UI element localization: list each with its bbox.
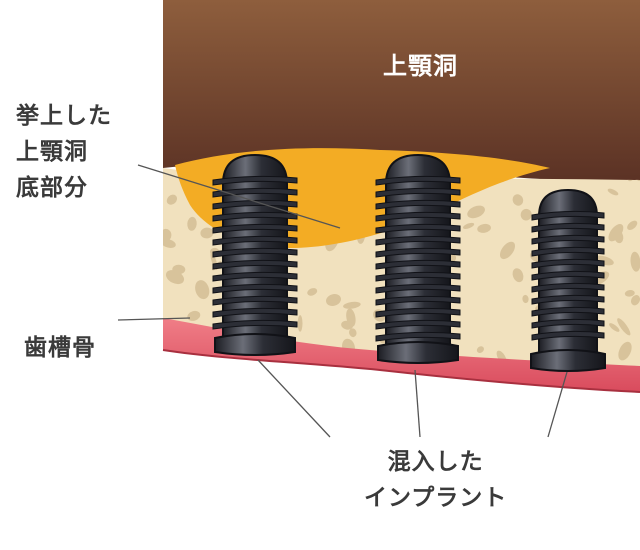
bone-pore — [630, 295, 640, 306]
implant-thread — [212, 199, 298, 210]
bone-pore — [341, 320, 354, 330]
implant-thread — [531, 282, 605, 293]
bone-pore — [187, 216, 197, 231]
bone-pore — [617, 318, 631, 336]
implant-thread — [375, 175, 461, 186]
leader-line-implant-1 — [257, 359, 331, 438]
leader-line-implant-2 — [414, 369, 421, 438]
leader-lines — [117, 164, 568, 438]
bone-pore — [166, 194, 178, 205]
bone-pore — [476, 346, 484, 353]
bone-pore — [627, 220, 638, 230]
bone-pore — [512, 194, 524, 206]
implant-thread — [531, 234, 605, 245]
bone-pore — [522, 294, 529, 304]
implant-thread — [212, 235, 298, 246]
implants-group — [212, 153, 606, 372]
label-implant: 混入した インプラント — [364, 449, 508, 511]
bone-pore — [500, 241, 515, 260]
implant-thread — [212, 271, 298, 282]
bone-pore — [467, 205, 485, 219]
bone-pore — [343, 301, 361, 309]
implant-thread — [212, 211, 298, 222]
bone-pore — [608, 224, 624, 242]
bone-pore — [297, 315, 303, 332]
implant-thread — [531, 294, 605, 305]
implant-thread — [212, 175, 298, 186]
bone-pore — [187, 310, 201, 321]
implant-thread — [375, 295, 461, 306]
bone-pore — [172, 264, 186, 275]
implant-2 — [375, 153, 461, 364]
implant-thread — [375, 319, 461, 330]
bone-pore — [607, 188, 619, 196]
implant-thread — [375, 307, 461, 318]
bone-pore — [520, 208, 532, 221]
bone-pore — [609, 323, 620, 332]
implant-thread — [531, 246, 605, 257]
bone-pore — [326, 294, 341, 306]
implant-thread — [375, 223, 461, 234]
implant-thread — [531, 330, 605, 341]
label-maxillary-sinus: 上顎洞 — [383, 52, 458, 80]
bone-pore — [163, 238, 176, 248]
implant-thread — [375, 235, 461, 246]
bone-pore — [163, 228, 172, 242]
implant-thread — [531, 210, 605, 221]
bone-pore — [624, 290, 635, 297]
implant-collar — [530, 349, 606, 372]
bone-pore — [618, 341, 632, 361]
leader-line-implant-3 — [547, 371, 568, 438]
implant-3 — [530, 188, 606, 372]
implant-thread — [375, 187, 461, 198]
leader-line-lifted-floor — [137, 164, 341, 229]
label-lifted-sinus-floor: 挙上した 上顎洞 底部分 — [16, 103, 112, 201]
implant-thread — [212, 307, 298, 318]
bone-pore — [512, 268, 524, 283]
implant-1 — [212, 153, 298, 356]
implant-thread — [531, 306, 605, 317]
bone-pore — [200, 227, 214, 239]
implant-thread — [531, 258, 605, 269]
bone-pore — [463, 222, 475, 229]
implant-thread — [531, 318, 605, 329]
implant-collar — [214, 333, 296, 356]
implant-thread — [375, 271, 461, 282]
implant-thread — [212, 259, 298, 270]
implant-thread — [212, 295, 298, 306]
implant-thread — [212, 283, 298, 294]
implant-thread — [212, 223, 298, 234]
leader-line-alveolar-bone — [117, 317, 191, 321]
implant-thread — [212, 247, 298, 258]
bone-pore — [307, 288, 318, 296]
bone-pore — [630, 251, 640, 272]
maxillary-sinus-region — [163, 0, 640, 185]
implant-thread — [531, 270, 605, 281]
implant-thread — [375, 199, 461, 210]
label-alveolar-bone: 歯槽骨 — [24, 335, 96, 361]
alveolar-bone-edge — [162, 349, 640, 393]
implant-thread — [375, 283, 461, 294]
implant-thread — [375, 259, 461, 270]
implant-collar — [377, 341, 459, 364]
implant-thread — [375, 211, 461, 222]
bone-pore — [477, 223, 491, 233]
implant-thread — [375, 331, 461, 342]
implant-thread — [531, 222, 605, 233]
bone-pore — [349, 328, 357, 338]
implant-thread — [375, 247, 461, 258]
implant-thread — [212, 319, 298, 330]
bone-pore — [195, 280, 210, 300]
